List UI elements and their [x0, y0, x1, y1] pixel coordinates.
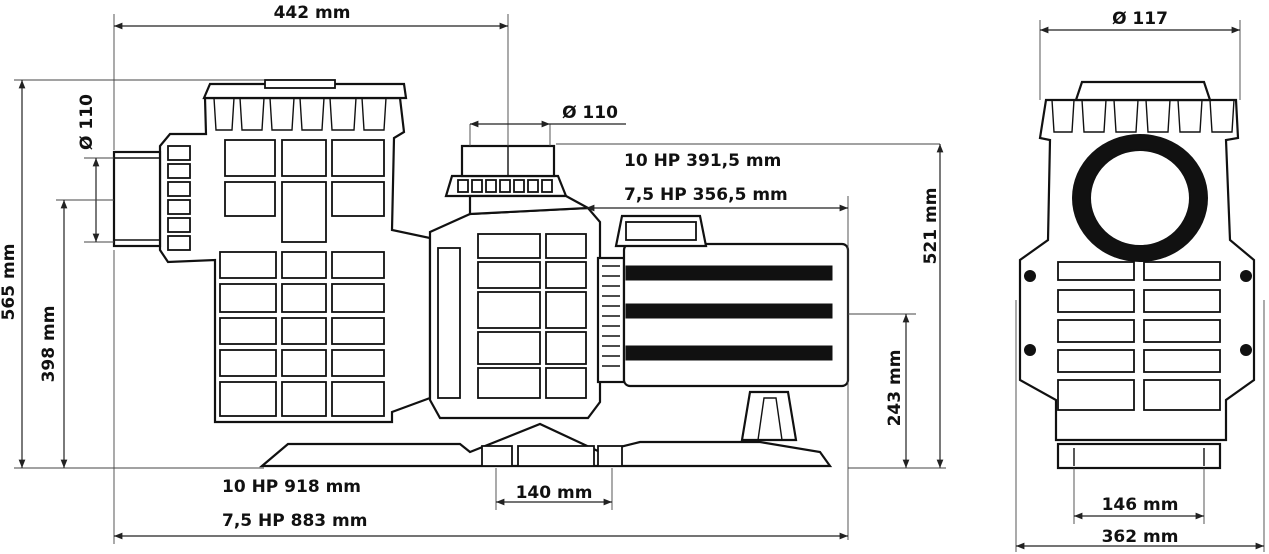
dim-motor-10hp: 10 HP 391,5 mm — [624, 151, 781, 171]
dim-height-outlet: 521 mm — [921, 188, 941, 265]
dimension-lines — [14, 14, 1265, 552]
dim-side-top-dia: Ø 117 — [1112, 9, 1168, 29]
dim-length-75hp: 7,5 HP 883 mm — [222, 511, 367, 531]
dim-outlet-dia: Ø 110 — [562, 103, 618, 123]
dim-inlet-dia: Ø 110 — [77, 94, 97, 150]
pump-front-view — [1018, 80, 1256, 470]
dim-side-width: 362 mm — [1102, 527, 1179, 547]
dim-top-length: 442 mm — [274, 3, 351, 23]
dim-height-total: 565 mm — [0, 244, 19, 321]
dim-height-inlet: 398 mm — [39, 306, 59, 383]
dim-foot-spacing: 140 mm — [516, 483, 593, 503]
dim-height-shaft: 243 mm — [885, 350, 905, 427]
dim-motor-75hp: 7,5 HP 356,5 mm — [624, 185, 788, 205]
dim-side-foot: 146 mm — [1102, 495, 1179, 515]
dim-length-10hp: 10 HP 918 mm — [222, 477, 361, 497]
pump-side-view — [112, 79, 850, 468]
